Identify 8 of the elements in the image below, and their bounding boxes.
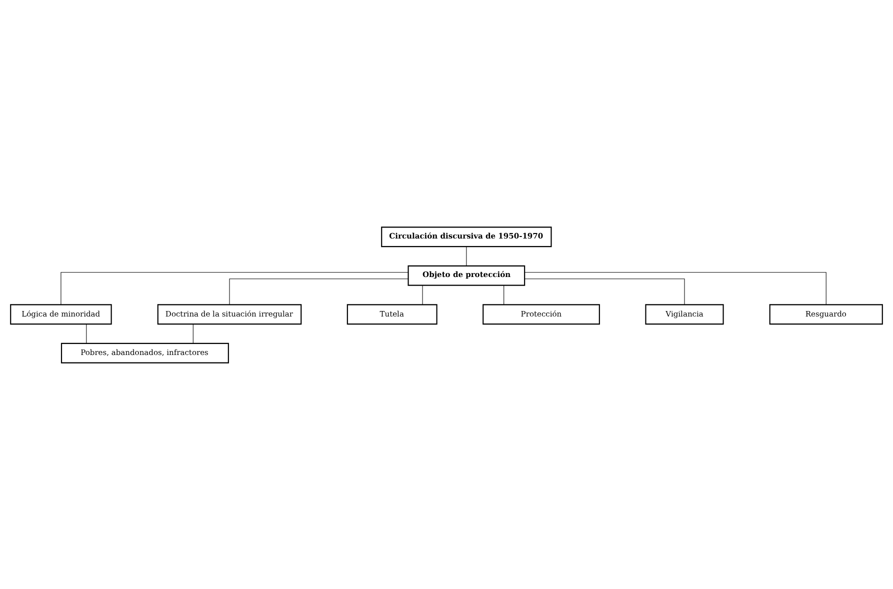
connector bbox=[229, 278, 408, 304]
connector bbox=[422, 284, 423, 304]
connector bbox=[466, 246, 467, 266]
connector bbox=[60, 272, 408, 304]
connector bbox=[86, 323, 87, 343]
connector bbox=[524, 278, 685, 304]
connector bbox=[192, 323, 194, 343]
connector bbox=[524, 272, 826, 304]
